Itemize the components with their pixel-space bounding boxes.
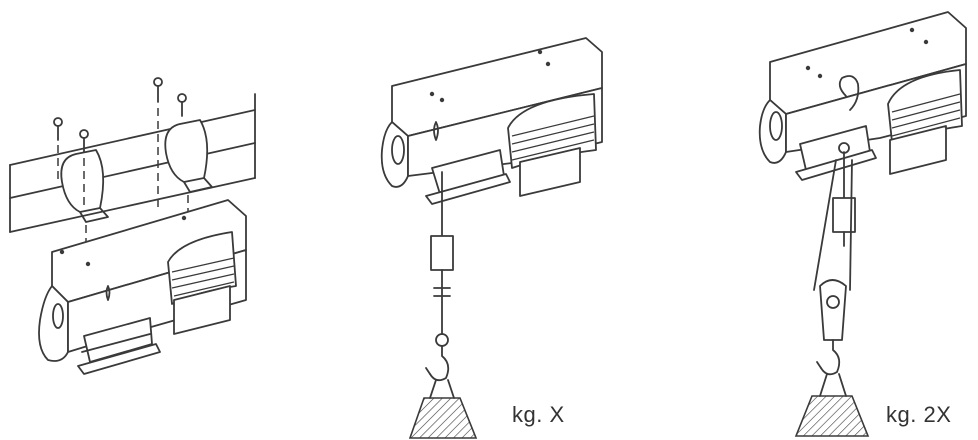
load-label-single: kg. X (512, 402, 565, 427)
load-weight (408, 379, 478, 439)
hoist-body (380, 37, 603, 205)
figure-mounting (9, 77, 256, 375)
bolt-icon (53, 117, 63, 141)
lifting-rope (430, 171, 454, 347)
hoist-body (38, 199, 247, 375)
mounting-clamp-right (164, 119, 213, 193)
figure-double-line (758, 11, 967, 437)
rope-stop-block (430, 235, 454, 271)
pulley-block-icon (819, 279, 847, 341)
bolt-icon (177, 93, 187, 117)
mounting-beam (9, 93, 256, 233)
hoist-body (758, 11, 967, 181)
mounting-bolts (53, 77, 187, 153)
hook-icon (816, 339, 841, 376)
load-label-double: kg. 2X (886, 402, 952, 427)
figure-single-line (380, 37, 603, 439)
bolt-icon (79, 129, 89, 153)
hook-icon (425, 345, 450, 382)
mounting-clamp-left (60, 149, 109, 223)
lifting-rope (813, 142, 856, 291)
bolt-icon (153, 77, 163, 103)
load-weight (794, 373, 870, 437)
